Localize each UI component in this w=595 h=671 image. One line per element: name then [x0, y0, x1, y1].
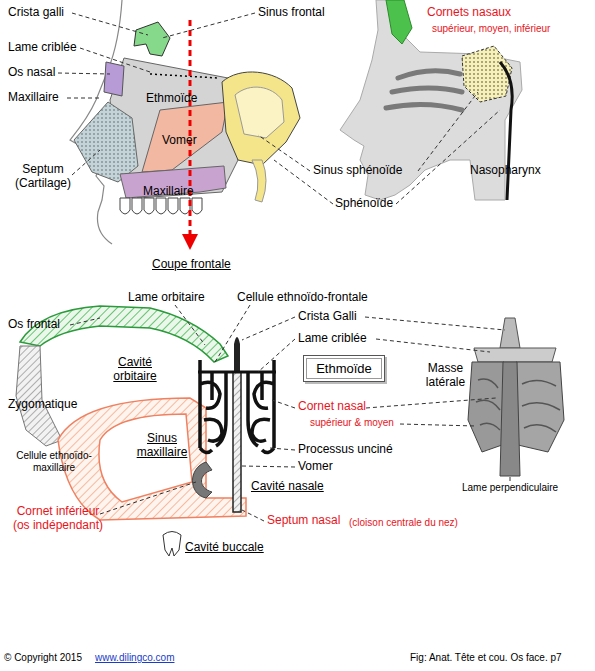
leader-line [175, 305, 205, 345]
lateral-mass [200, 360, 226, 453]
anatomy-label: Cavité buccale [185, 541, 264, 555]
crista-galli [234, 337, 240, 372]
sphenoid-sinus [462, 46, 512, 102]
leader-line [365, 317, 505, 330]
anatomy-label: Crista galli [8, 6, 64, 20]
figure-reference: Fig: Anat. Tête et cou. Os face. p7 [410, 652, 562, 664]
anatomy-label: Processus unciné [298, 443, 393, 457]
anatomy-label: Masse latérale [418, 362, 473, 390]
title-box: Ethmoïde [303, 355, 385, 382]
anatomy-label: Sinus frontal [258, 6, 325, 20]
anatomy-label: Nasopharynx [470, 164, 541, 178]
leader-line [70, 318, 100, 325]
leader-line [72, 13, 148, 35]
leader-line [366, 398, 496, 408]
anatomy-label: Septum (Cartilage) [8, 163, 78, 191]
leader-line [376, 339, 490, 352]
turbinate [398, 71, 460, 78]
lateral-mass [248, 360, 274, 453]
copyright-note: © Copyright 2015 [4, 652, 82, 664]
vomer-bone [142, 102, 228, 172]
anatomy-label: Cornet inférieur (os indépendant) [8, 505, 108, 533]
turbinate [386, 104, 462, 110]
cribriform-line [150, 74, 218, 78]
leader-line [396, 110, 500, 204]
anatomy-label: Lame criblée [298, 332, 367, 346]
tooth [163, 532, 181, 557]
section-line [189, 20, 192, 236]
bone-texture [476, 379, 560, 432]
leader-line [242, 510, 264, 521]
sphenoid-bone [222, 72, 300, 165]
anatomy-label: Os nasal [8, 66, 55, 80]
anatomy-label: Cellule ethnoïdo-frontale [237, 291, 368, 305]
anatomy-label: Lame perpendiculaire [462, 482, 558, 494]
leader-line [418, 92, 478, 171]
nasal-bone [104, 62, 124, 96]
perpendicular-plate [233, 372, 241, 512]
anatomy-label: Sphénoïde [335, 197, 393, 211]
frontal-sinus [134, 22, 170, 56]
leader-line [270, 448, 295, 450]
anatomy-label: (cloison centrale du nez) [349, 517, 458, 529]
anatomy-label: supérieur, moyen, inférieur [432, 23, 550, 35]
leader-line [400, 424, 476, 426]
leader-line [100, 482, 196, 514]
leader-line [242, 317, 295, 340]
frontal-sinus [386, 0, 412, 44]
leader-line [162, 13, 255, 38]
section-arrow [182, 234, 198, 250]
anatomy-label: Cornets nasaux [427, 6, 511, 20]
box-title: Ethmoïde [310, 358, 378, 379]
maxilla-palate [120, 166, 226, 198]
crista-galli [500, 318, 520, 348]
nasopharynx-wall [500, 62, 512, 200]
anatomy-label: Cavité nasale [251, 480, 324, 494]
anatomy-label: Ethmoïde [146, 92, 197, 106]
turbinate [392, 88, 462, 92]
frontal-bone [20, 306, 228, 362]
lateral-mass [516, 362, 564, 452]
anatomy-label: Sinus maxillaire [133, 432, 191, 460]
anatomy-label: Vomer [298, 460, 333, 474]
anatomy-label: Sinus sphénoïde [313, 164, 402, 178]
leader-line [272, 400, 295, 408]
zygomatic-bone [16, 346, 62, 446]
septum-cartilage [74, 102, 138, 182]
leader-line [80, 48, 150, 72]
anatomy-label: supérieur & moyen [310, 417, 394, 429]
sphenoid-process [252, 160, 266, 202]
anatomy-label: Lame criblée [8, 41, 77, 55]
anatomy-label: Cavité orbitaire [105, 356, 165, 384]
leader-line [258, 135, 310, 171]
anatomy-label: Coupe frontale [152, 258, 231, 272]
leader-line [242, 466, 295, 467]
leader-line [67, 98, 100, 99]
web-link: www.dilingco.com [95, 652, 174, 664]
leader-line [72, 150, 100, 175]
sphenoid-sinus [235, 87, 284, 138]
inferior-turbinate [193, 462, 213, 498]
perpendicular-plate [500, 362, 520, 476]
anatomy-label: Septum nasal [267, 514, 340, 528]
leader-line [510, 474, 511, 481]
anatomy-label: Lame orbitaire [128, 291, 205, 305]
anatomy-label: Vomer [162, 134, 197, 148]
anatomy-label: Os frontal [8, 318, 60, 332]
anatomy-label: Cornet nasal [298, 400, 366, 414]
leader-line [58, 73, 110, 74]
anatomy-label: Zygomatique [8, 398, 77, 412]
leader-line [215, 305, 250, 362]
leader-line [258, 339, 295, 372]
cribriform-plate [198, 371, 276, 374]
anatomy-label: Maxillaire [143, 185, 194, 199]
anatomy-label: Cellule ethnoïdo-maxillaire [4, 450, 104, 473]
anatomy-label: Crista Galli [298, 310, 357, 324]
anatomy-label: Maxillaire [8, 91, 59, 105]
cribriform-plate [474, 348, 556, 362]
